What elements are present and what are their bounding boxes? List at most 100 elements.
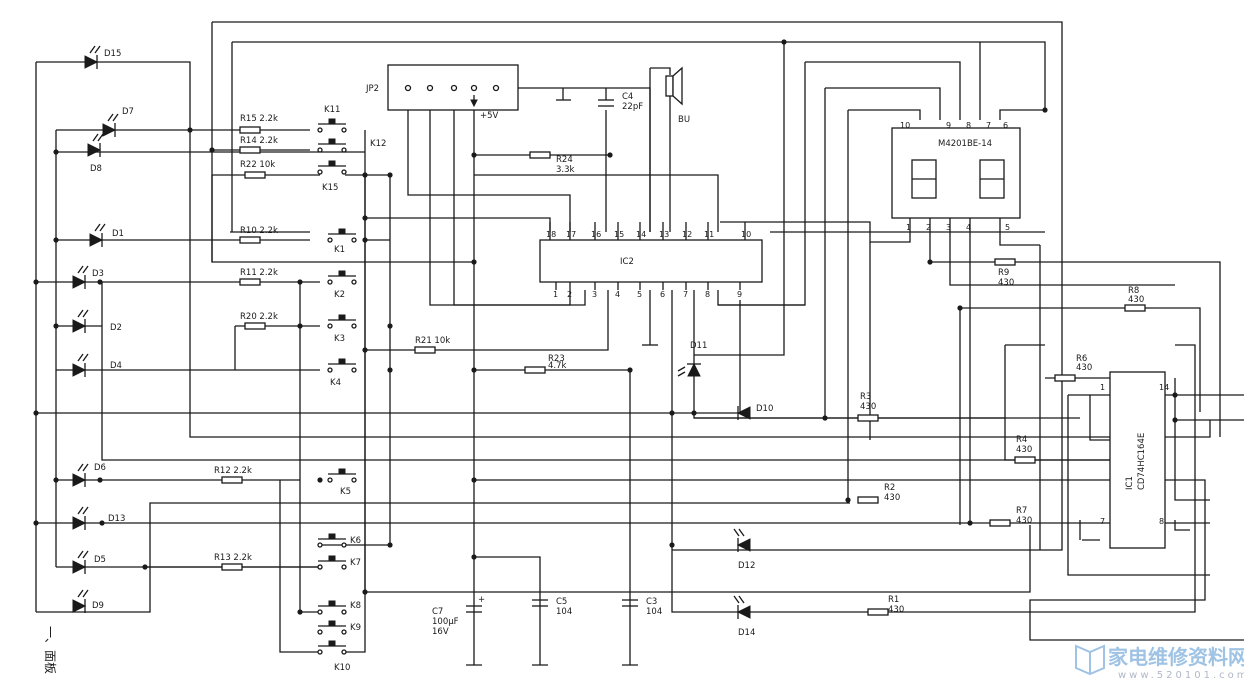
led-d5 [72,550,89,574]
label-r3-value: 430 [860,402,876,412]
led-d13 [72,506,89,530]
switch-k1 [327,228,357,243]
led-symbols [72,45,751,619]
led-d2 [72,309,89,333]
wires [35,21,1244,666]
ic2-pin-label-15: 15 [614,230,624,239]
ic2-chip [539,239,763,283]
resistor-r2 [857,496,879,504]
label-r13: R13 2.2k [214,553,252,563]
label-r23: R23 [548,354,565,364]
label-k10: K10 [334,663,350,673]
label-r10: R10 2.2k [240,226,278,236]
display-pin-label-8: 8 [966,121,971,130]
label-r4-value: 430 [1016,445,1032,455]
ic2-pin-label-17: 17 [566,230,576,239]
led-d14 [733,595,751,619]
ic2-pin-label-10: 10 [741,230,751,239]
resistor-r23 [524,366,546,374]
resistor-r8 [1124,304,1146,312]
capacitor-c4 [598,99,614,107]
label-r6: R6 [1076,354,1087,364]
label-r9-value: 430 [998,278,1014,288]
ic2-pin-label-1: 1 [553,290,558,299]
led-d7 [102,113,119,137]
display-pin-label-7: 7 [986,121,991,130]
display-pin-label-10: 10 [900,121,910,130]
resistor-r12 [221,476,243,484]
watermark-site-url: www.520101.com [1118,670,1244,681]
label-k9: K9 [350,623,361,633]
ic2-pin-label-18: 18 [546,230,556,239]
led-d1 [89,223,106,247]
label-r24: R24 [556,155,573,165]
display-pin-label-3: 3 [946,223,951,232]
label-d2: D2 [110,323,122,333]
display-pin-label-9: 9 [946,121,951,130]
resistor-symbols [221,126,1146,616]
label-k6: K6 [350,536,361,546]
label-r2: R2 [884,483,895,493]
label-d4: D4 [110,361,122,371]
ic2-pin-label-3: 3 [592,290,597,299]
capacitor-c5 [532,599,548,607]
label-d13: D13 [108,514,125,524]
label-c7-plus: + [478,595,485,605]
resistor-r9 [994,258,1016,266]
label-r6-value: 430 [1076,363,1092,373]
label-d1: D1 [112,229,124,239]
resistor-r4 [1014,456,1036,464]
label-r3: R3 [860,392,871,402]
led-d8 [87,133,104,157]
display-m4201be [891,127,1021,219]
label-c7-voltage: 16V [432,627,449,637]
label-d9: D9 [92,601,104,611]
ic2-pin-label-12: 12 [682,230,692,239]
label-d8: D8 [90,164,102,174]
switch-k9 [317,620,347,635]
ic2-pin-label-13: 13 [659,230,669,239]
label-d5: D5 [94,555,106,565]
led-d4 [72,353,89,377]
led-d12 [733,528,751,552]
label-ic2: IC2 [620,257,634,267]
label-d7: D7 [122,107,134,117]
switch-k6 [317,533,347,548]
capacitor-c7 [466,605,482,613]
ic2-pin-label-7: 7 [683,290,688,299]
led-d11 [677,362,701,377]
resistor-r13 [221,563,243,571]
label-k7: K7 [350,558,361,568]
label-d14: D14 [738,628,755,638]
label-k15: K15 [322,183,338,193]
resistor-r21 [414,346,436,354]
label-bu: BU [678,115,690,125]
label-ic1: IC1 [1125,476,1135,490]
display-pin-label-1: 1 [906,223,911,232]
ic2-pin-label-9: 9 [737,290,742,299]
led-d3 [72,265,89,289]
label-r22: R22 10k [240,160,275,170]
ic1-pin-8: 8 [1159,517,1164,526]
label-k2: K2 [334,290,345,300]
ic1-pin-7: 7 [1100,517,1105,526]
label-d12: D12 [738,561,755,571]
ic1-pin-1: 1 [1100,383,1105,392]
switch-symbols [317,118,357,655]
label-k12: K12 [370,139,386,149]
label-c7-value: 100μF [432,617,459,627]
label-d11: D11 [690,341,707,351]
capacitor-c3 [622,599,638,607]
switch-k8 [317,600,347,615]
label-r20: R20 2.2k [240,312,278,322]
switch-k15 [317,160,347,175]
label-d15: D15 [104,49,121,59]
display-pin-label-5: 5 [1005,223,1010,232]
switch-k4 [327,358,357,373]
ic2-pin-label-8: 8 [705,290,710,299]
switch-k5 [327,468,357,483]
resistor-r24 [529,151,551,159]
label-r2-value: 430 [884,493,900,503]
label-r8: R8 [1128,286,1139,296]
